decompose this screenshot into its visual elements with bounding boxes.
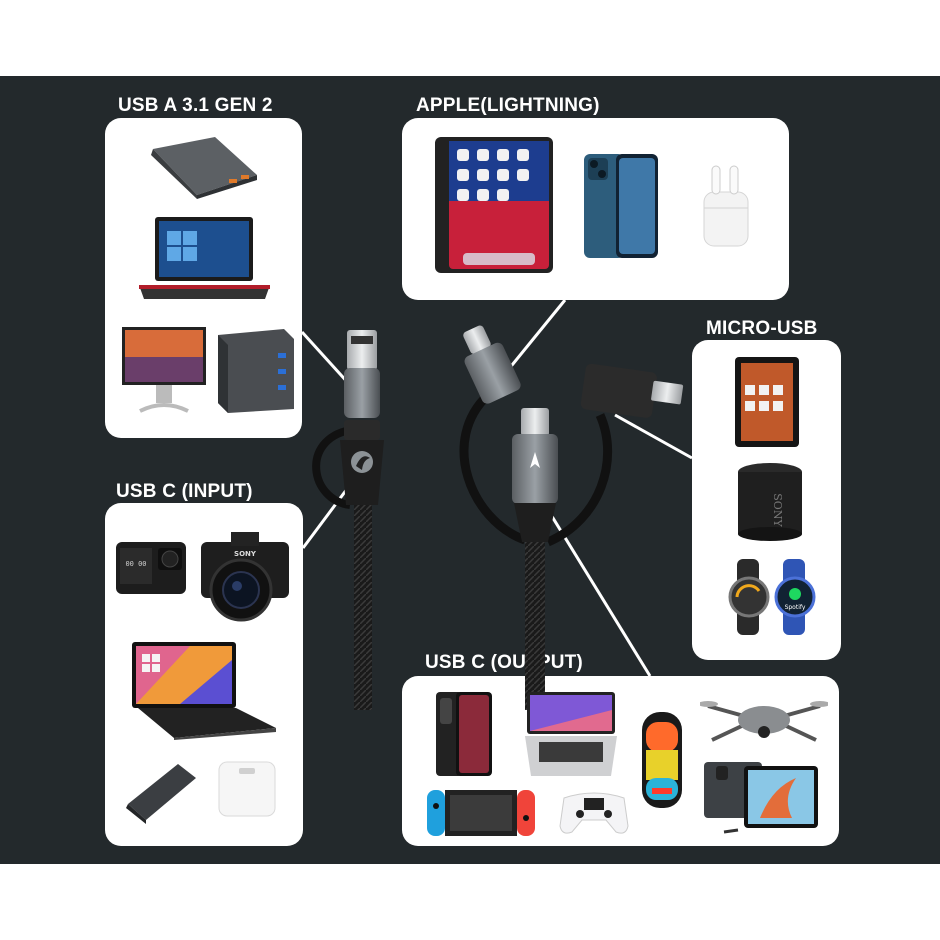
sony-camera-device: SONY bbox=[201, 532, 289, 622]
nintendo-switch-device bbox=[427, 790, 535, 836]
gopro-screen-text: 00 00 bbox=[125, 560, 146, 568]
galaxy-phone-device bbox=[436, 692, 492, 776]
dell-laptop-device bbox=[132, 642, 276, 740]
speaker-brand-text: SONY bbox=[771, 493, 784, 527]
gopro-camera-device: 00 00 bbox=[116, 542, 186, 594]
slim-power-bank-device bbox=[126, 764, 196, 824]
label-apple: APPLE(LIGHTNING) bbox=[416, 95, 600, 116]
usb-c-wall-charger-device bbox=[218, 761, 276, 817]
power-bank-device bbox=[151, 137, 257, 199]
sony-speaker-device: SONY bbox=[738, 463, 802, 541]
kindle-fire-tablet-device bbox=[735, 357, 799, 447]
airpods-device bbox=[703, 165, 749, 247]
right-cable bbox=[459, 325, 684, 710]
left-cable bbox=[312, 330, 384, 710]
label-usb-c-input: USB C (INPUT) bbox=[116, 481, 253, 502]
drone-device bbox=[700, 701, 828, 742]
label-usb-a: USB A 3.1 GEN 2 bbox=[118, 95, 273, 116]
camera-brand-text: SONY bbox=[234, 550, 257, 558]
label-micro-usb: MICRO-USB bbox=[706, 318, 818, 339]
watch-app-text: Spotify bbox=[785, 604, 806, 611]
iphone-device bbox=[584, 154, 658, 258]
laptop-windows-device bbox=[139, 217, 270, 299]
usb-charger-hub-device bbox=[218, 329, 294, 413]
galaxy-tablet-device bbox=[704, 762, 818, 834]
monitor-device bbox=[122, 327, 206, 413]
smartwatches-device: Spotify bbox=[728, 559, 816, 635]
macbook-device bbox=[525, 692, 617, 776]
jbl-speaker-device bbox=[642, 712, 682, 808]
ipad-device bbox=[435, 137, 553, 273]
ps5-controller-device bbox=[559, 792, 629, 834]
